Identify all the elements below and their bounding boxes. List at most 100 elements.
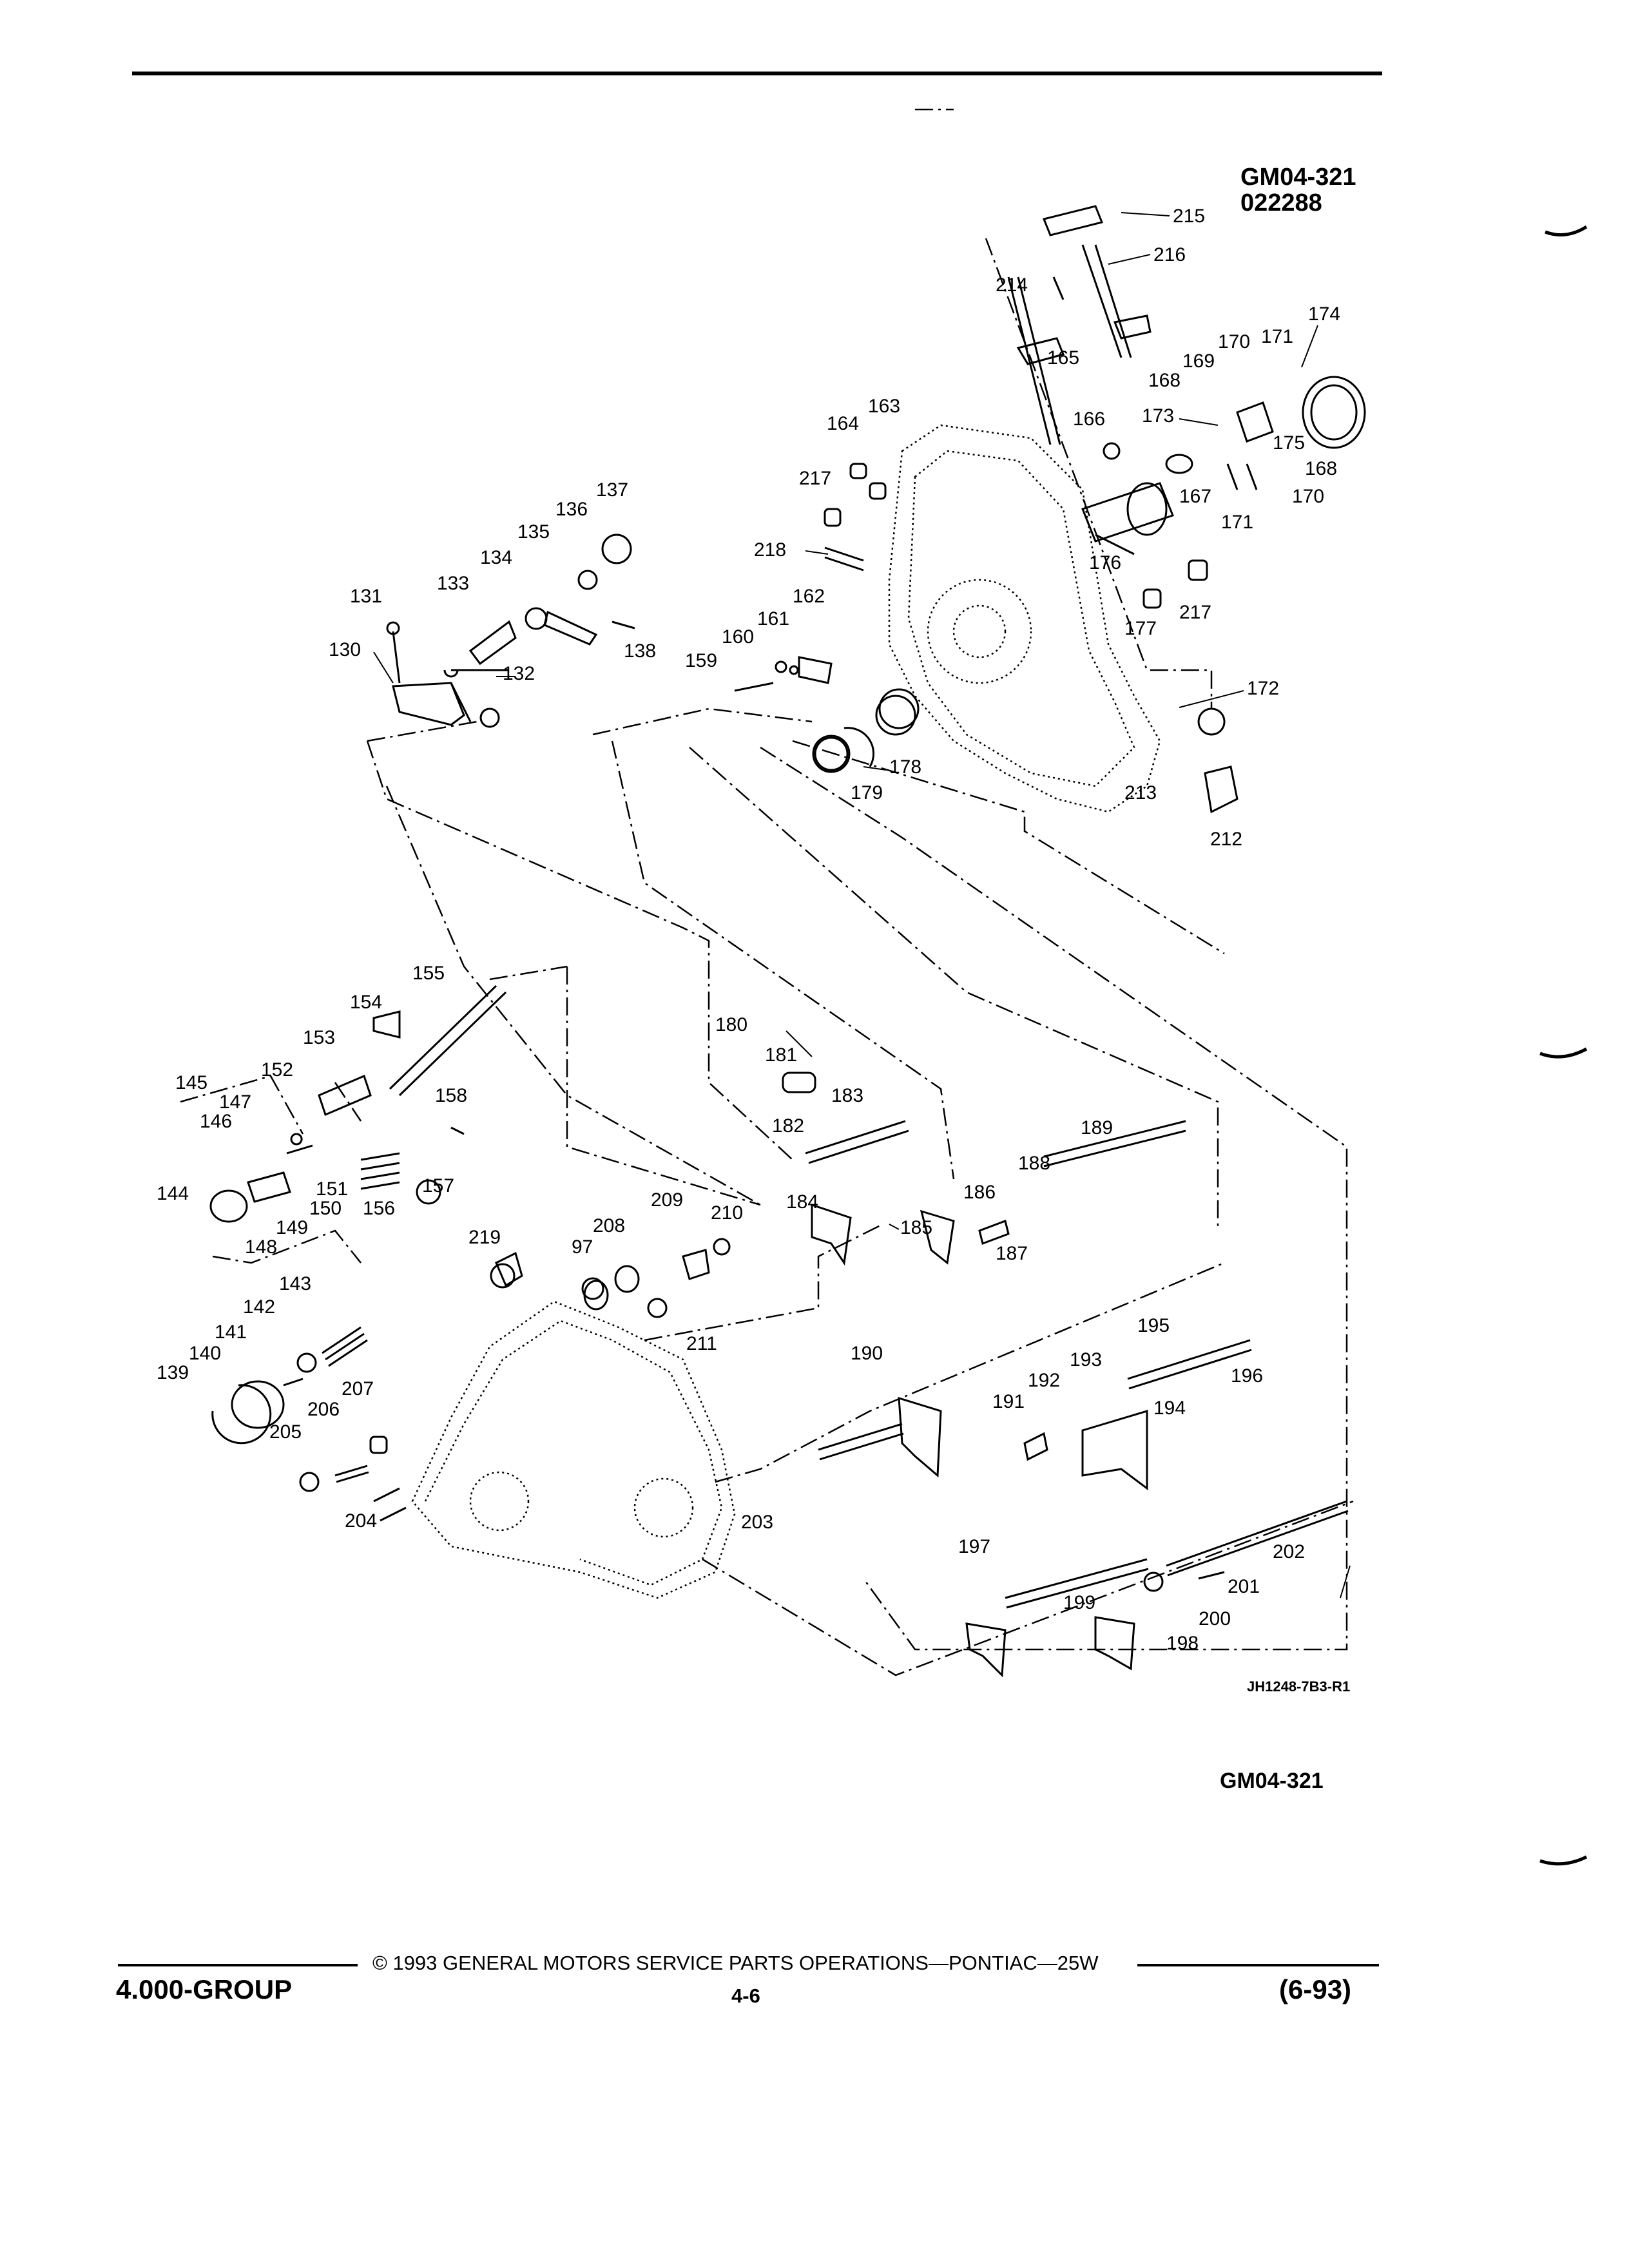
case-fittings [495, 1238, 731, 1318]
callout-212: 212 [1210, 829, 1242, 850]
callout-206: 206 [307, 1399, 340, 1420]
callout-194: 194 [1153, 1398, 1186, 1419]
callout-218: 218 [754, 539, 786, 561]
callout-207: 207 [342, 1378, 374, 1399]
callout-164: 164 [827, 413, 859, 434]
transmission-case [411, 1263, 736, 1599]
footer-revision: (6-93) [1279, 1974, 1351, 2004]
callout-97: 97 [572, 1236, 593, 1258]
ref-code: GM04-321 [1240, 164, 1356, 191]
shift-rails [782, 1072, 1349, 1678]
footer-copyright: © 1993 GENERAL MOTORS SERVICE PARTS OPER… [372, 1952, 1099, 1974]
callout-143: 143 [279, 1273, 311, 1294]
callout-132: 132 [503, 663, 535, 684]
callout-165: 165 [1047, 347, 1079, 369]
callout-188: 188 [1018, 1153, 1050, 1174]
callout-217b: 217 [1179, 602, 1211, 623]
callout-215: 215 [1173, 206, 1205, 227]
callout-154: 154 [350, 992, 382, 1013]
callout-178: 178 [889, 756, 921, 778]
callout-142: 142 [243, 1296, 275, 1318]
callout-170b: 170 [1292, 486, 1324, 507]
callout-168b: 168 [1305, 458, 1337, 479]
callout-192: 192 [1028, 1370, 1060, 1391]
callout-170: 170 [1218, 331, 1250, 352]
detent-assembly-upper [734, 656, 833, 692]
callout-153: 153 [303, 1027, 335, 1048]
callout-176: 176 [1089, 552, 1121, 573]
callout-135: 135 [517, 521, 550, 543]
callout-144: 144 [157, 1183, 189, 1204]
callout-159: 159 [685, 650, 717, 671]
callout-133: 133 [437, 573, 469, 594]
interlock-assembly [209, 985, 507, 1223]
callout-216: 216 [1153, 244, 1186, 265]
callout-179: 179 [851, 782, 883, 803]
date-code: 022288 [1240, 189, 1322, 216]
callout-189: 189 [1081, 1117, 1113, 1139]
callout-171b: 171 [1221, 512, 1253, 533]
callout-147: 147 [219, 1091, 251, 1113]
upper-housing [814, 424, 1161, 813]
callout-184: 184 [786, 1191, 818, 1213]
callout-171: 171 [1261, 326, 1293, 347]
callout-158: 158 [435, 1085, 467, 1106]
callout-191: 191 [992, 1391, 1025, 1412]
callout-168a: 168 [1148, 370, 1181, 391]
shift-lever-assembly [386, 533, 635, 728]
callout-180: 180 [715, 1014, 747, 1035]
callout-166: 166 [1073, 408, 1105, 430]
callout-140: 140 [189, 1343, 221, 1364]
callout-167: 167 [1179, 486, 1211, 507]
callout-201: 201 [1228, 1576, 1260, 1597]
callout-197: 197 [958, 1536, 990, 1557]
callout-150: 150 [309, 1198, 342, 1219]
callout-187: 187 [996, 1243, 1028, 1264]
callout-181: 181 [765, 1044, 797, 1066]
bushings-upper [824, 463, 887, 572]
callout-190: 190 [851, 1343, 883, 1364]
callout-163: 163 [868, 396, 900, 417]
callout-210: 210 [711, 1202, 743, 1224]
callout-labels: 215 216 214 174 170 171 165 169 168 163 … [157, 206, 1340, 1654]
callout-134: 134 [480, 547, 512, 568]
callout-146: 146 [200, 1111, 232, 1132]
callout-196: 196 [1231, 1365, 1263, 1387]
callout-208: 208 [593, 1215, 625, 1236]
callout-161: 161 [757, 608, 789, 629]
callout-148: 148 [245, 1236, 277, 1258]
callout-139: 139 [157, 1362, 189, 1383]
callout-214: 214 [996, 274, 1028, 296]
callout-162: 162 [793, 586, 825, 607]
callout-211: 211 [686, 1333, 717, 1354]
callout-157: 157 [422, 1175, 454, 1196]
callout-200: 200 [1199, 1608, 1231, 1629]
callout-213: 213 [1124, 782, 1157, 803]
callout-149: 149 [276, 1217, 308, 1238]
footer-page: 4-6 [731, 1984, 760, 2007]
callout-152: 152 [261, 1059, 293, 1081]
callout-199: 199 [1063, 1592, 1095, 1613]
retainer-assembly [211, 1326, 368, 1445]
callout-137: 137 [596, 479, 628, 501]
callout-185: 185 [900, 1217, 932, 1238]
footer-group: 4.000-GROUP [116, 1974, 292, 2004]
callout-203: 203 [741, 1512, 773, 1533]
callout-217a: 217 [799, 468, 831, 489]
callout-198: 198 [1166, 1633, 1199, 1654]
figure-footer-ref: GM04-321 [1220, 1769, 1324, 1793]
callout-172: 172 [1247, 678, 1279, 699]
callout-177: 177 [1124, 618, 1157, 639]
callout-195: 195 [1137, 1315, 1170, 1336]
callout-156: 156 [363, 1198, 395, 1219]
callout-175: 175 [1273, 432, 1305, 454]
callout-169: 169 [1182, 351, 1215, 372]
group-lines [180, 108, 1354, 1677]
right-upper-parts [1081, 376, 1366, 814]
gear-assembly [812, 688, 920, 773]
callout-182: 182 [772, 1115, 804, 1137]
detent-spring-set [299, 1436, 407, 1522]
figure-id: JH1248-7B3-R1 [1247, 1678, 1350, 1695]
callout-209: 209 [651, 1189, 683, 1211]
callout-173: 173 [1142, 405, 1174, 427]
